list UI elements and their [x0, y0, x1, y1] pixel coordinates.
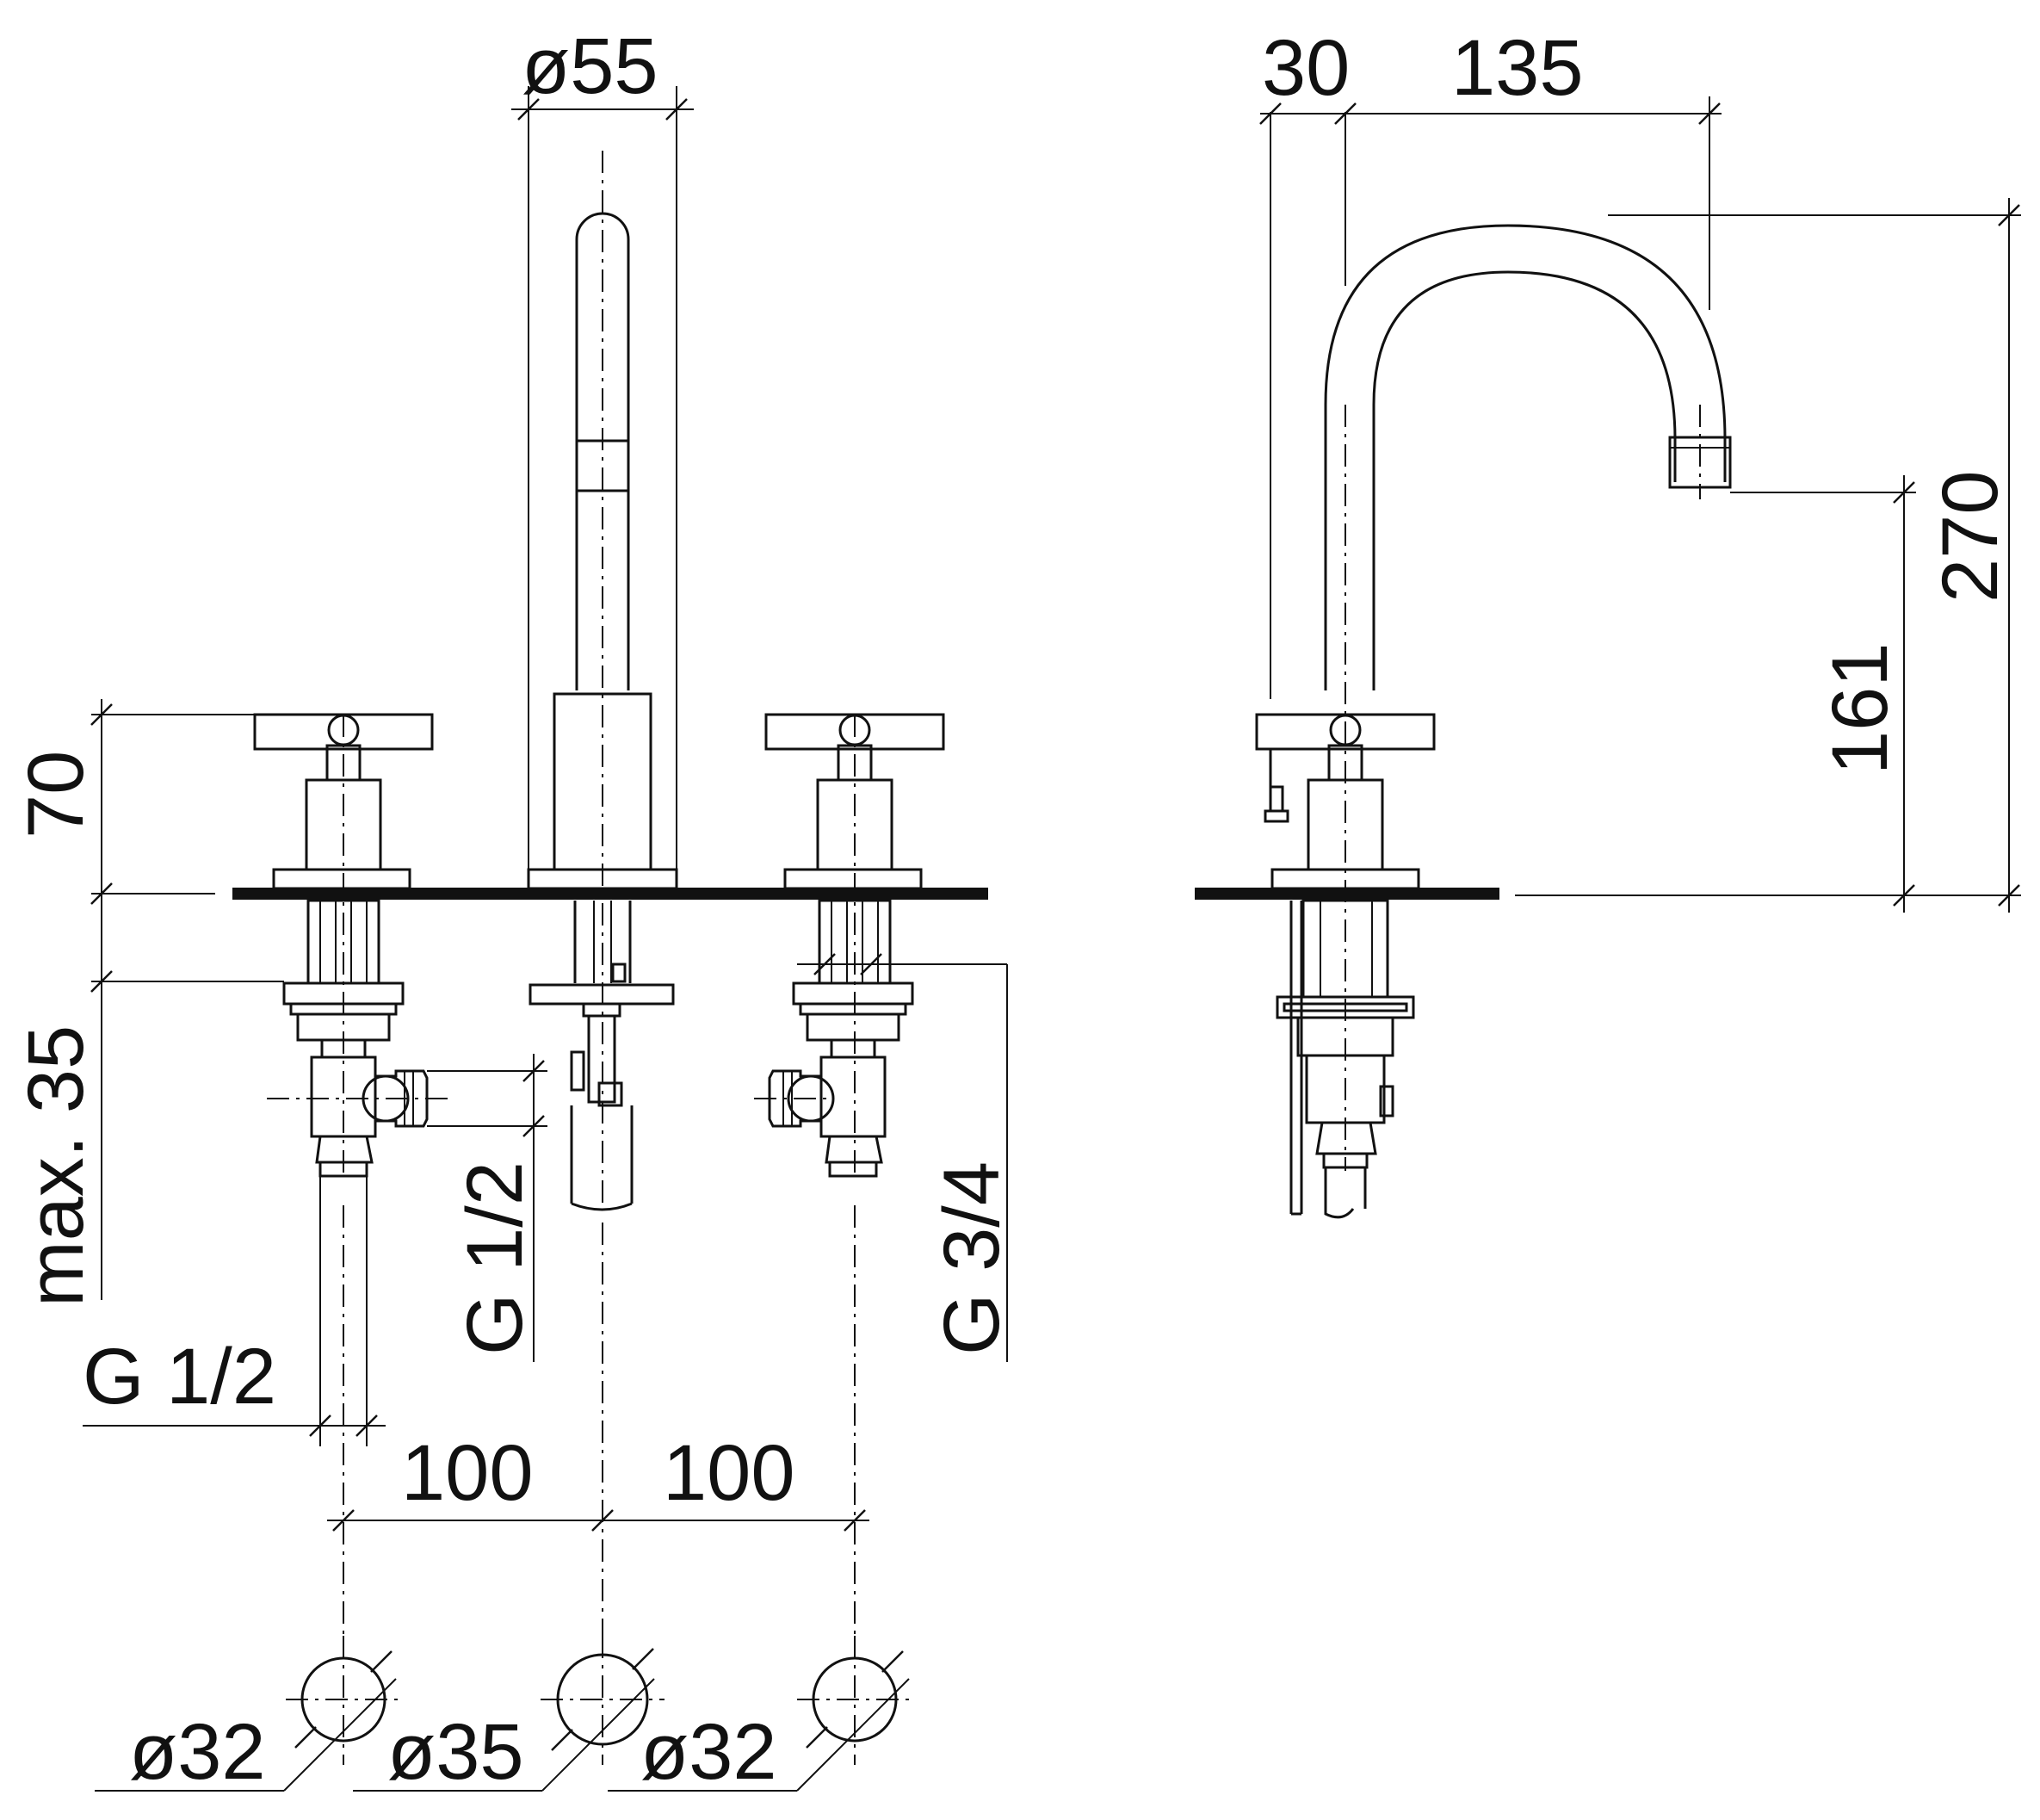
front-view — [83, 86, 1008, 1792]
dim-hole-left: ø32 — [129, 1708, 266, 1796]
dim-inlet-thread-left: G 1/2 — [83, 1333, 276, 1421]
dim-total-height: 270 — [1926, 471, 2014, 604]
hole-left — [95, 1636, 401, 1792]
gooseneck-outer — [1324, 224, 1727, 690]
side-view — [1195, 96, 2021, 1219]
dim-spacing-right: 100 — [663, 1429, 795, 1517]
hole-center — [353, 1636, 665, 1792]
dim-inlet-thread-right: G 3/4 — [928, 1161, 1016, 1355]
dim-handle-height: 70 — [12, 751, 100, 839]
dim-under-deck: max. 35 — [12, 1025, 100, 1307]
dim-side-offset: 30 — [1262, 24, 1350, 112]
dim-spacing-left: 100 — [401, 1429, 534, 1517]
dim-outlet-thread: G 1/2 — [451, 1161, 539, 1355]
dim-spout-reach: 135 — [1451, 24, 1584, 112]
dim-spout-height: 161 — [1816, 643, 1904, 776]
dim-spout-diameter: ø55 — [522, 22, 658, 110]
dim-hole-right: ø32 — [640, 1708, 777, 1796]
dim-hole-center: ø35 — [387, 1708, 524, 1796]
gooseneck-inner — [1372, 270, 1677, 690]
hole-right — [608, 1636, 912, 1792]
